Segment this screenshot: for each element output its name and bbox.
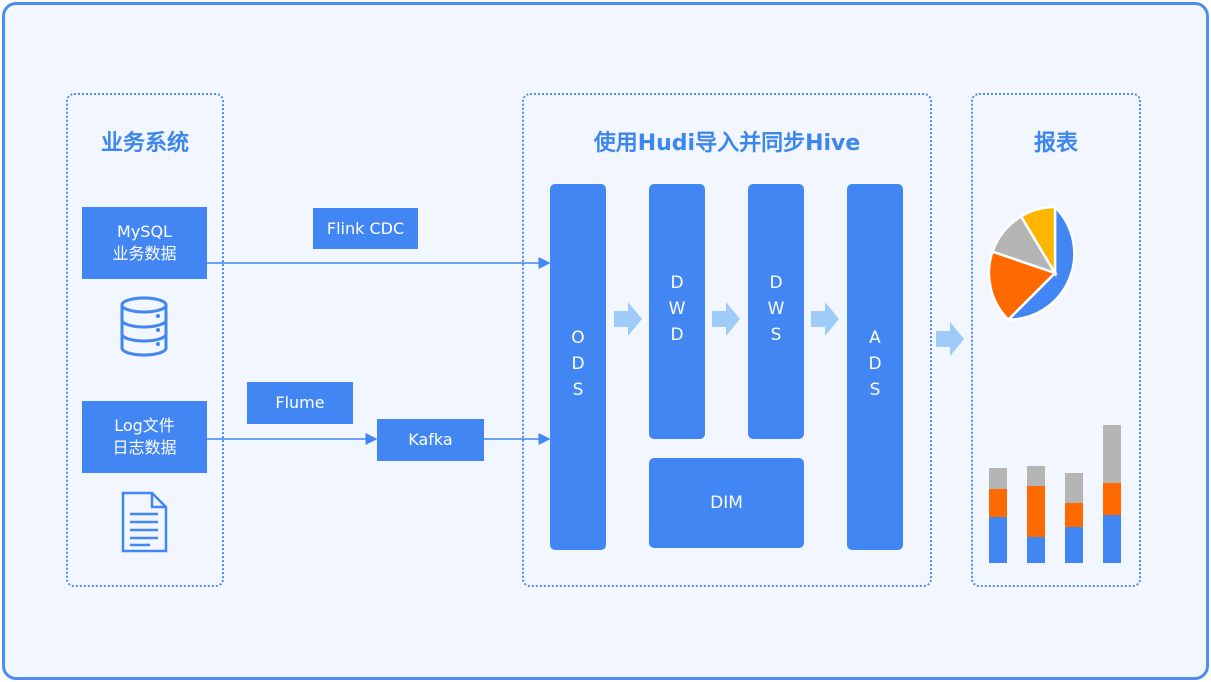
dwd-label: DWD — [667, 272, 687, 351]
business-system-group: 业务系统 — [66, 93, 224, 587]
hudi-title: 使用Hudi导入并同步Hive — [593, 131, 861, 156]
flink-cdc-label: Flink CDC — [326, 218, 405, 238]
kafka-box: Kafka — [377, 419, 484, 461]
dws-layer: DWS — [748, 184, 804, 439]
dim-label: DIM — [710, 493, 743, 513]
report-group: 报表 — [971, 93, 1141, 587]
ads-label: ADS — [865, 328, 885, 406]
dws-label: DWS — [766, 272, 786, 351]
kafka-label: Kafka — [408, 430, 453, 449]
flume-label: Flume — [275, 393, 325, 412]
mysql-source-box: MySQL 业务数据 — [82, 207, 207, 279]
mysql-sublabel: 业务数据 — [112, 244, 177, 263]
business-system-title: 业务系统 — [100, 131, 189, 156]
dwd-layer: DWD — [649, 184, 705, 439]
ods-layer: ODS — [550, 184, 606, 550]
flink-cdc-box: Flink CDC — [313, 208, 418, 249]
log-sublabel: 日志数据 — [112, 438, 177, 457]
dim-layer: DIM — [649, 458, 804, 548]
hudi-group: 使用Hudi导入并同步Hive — [522, 93, 932, 587]
log-label: Log文件 — [114, 416, 175, 435]
report-title: 报表 — [1033, 131, 1078, 156]
mysql-label: MySQL — [117, 222, 172, 241]
ads-layer: ADS — [847, 184, 903, 550]
flume-box: Flume — [247, 382, 353, 424]
log-source-box: Log文件 日志数据 — [82, 401, 207, 473]
ods-label: ODS — [568, 328, 588, 406]
